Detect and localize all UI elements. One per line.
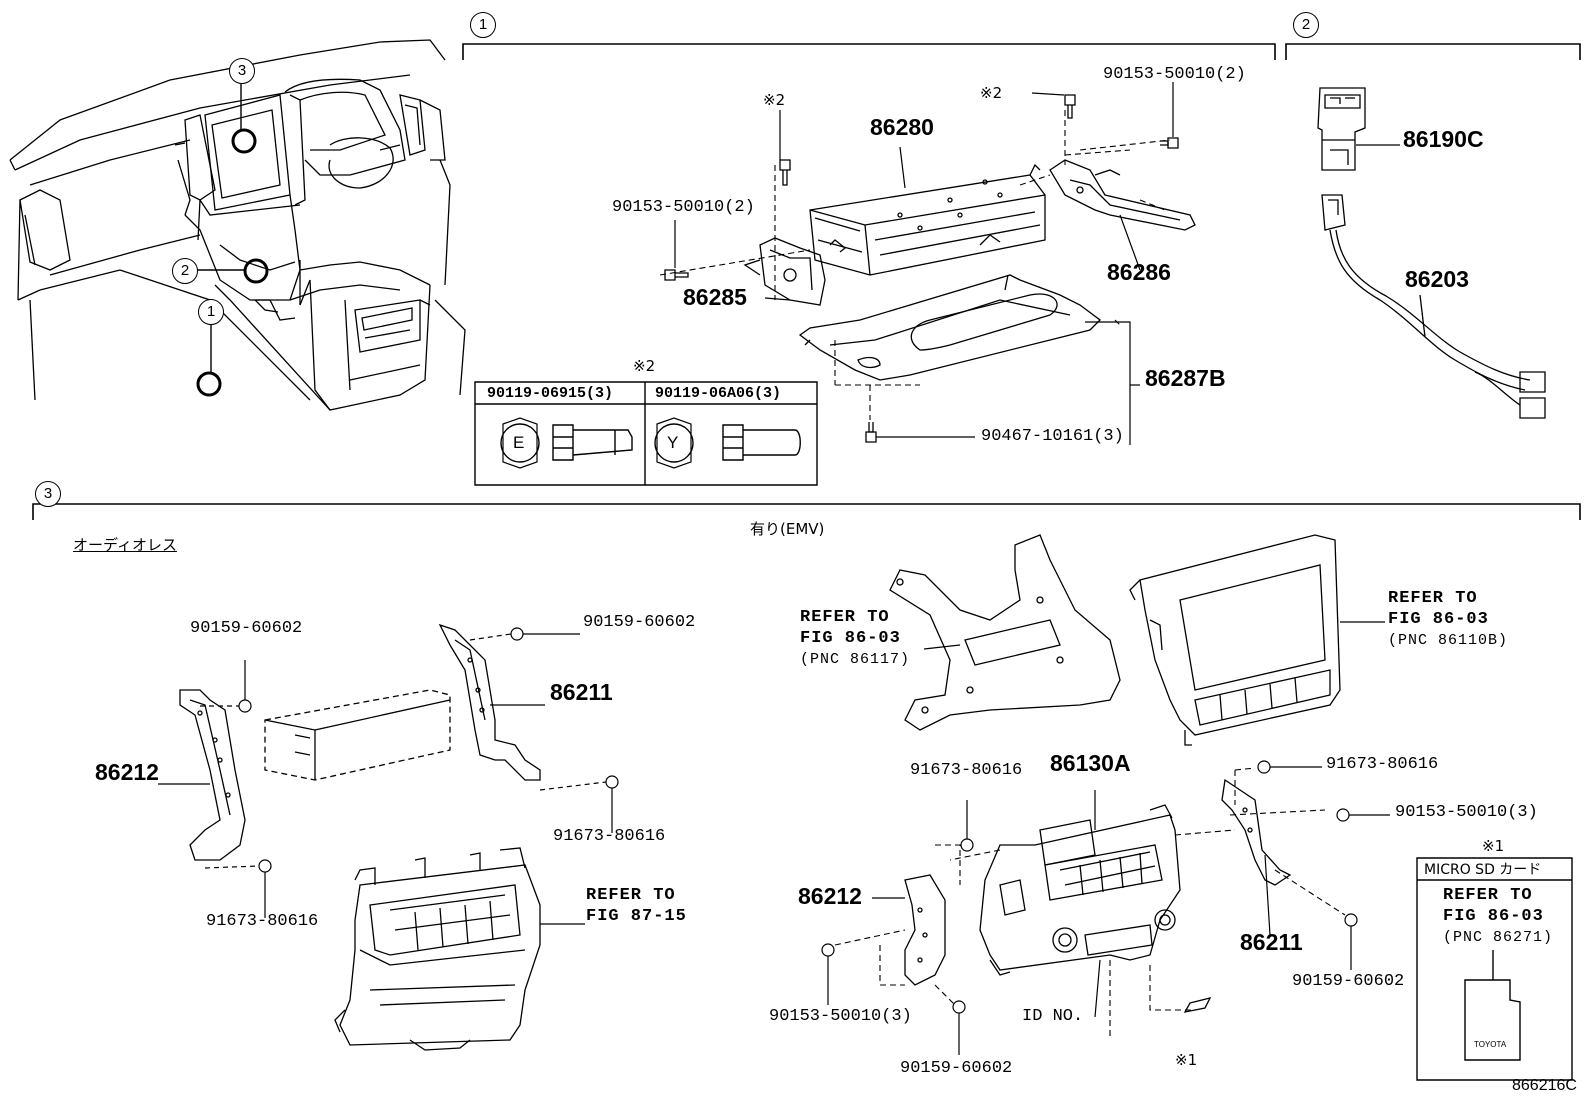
section3-left-drawing (180, 625, 540, 1050)
refer-to-text: REFER TO (1388, 589, 1478, 608)
part-86280-label: 86280 (870, 114, 934, 140)
fig-86-03-text: FIG 86-03 (1388, 610, 1489, 629)
overview-callout-leaders (197, 84, 245, 372)
fastener-90159-60602-label: 90159-60602 (190, 619, 303, 638)
section3-right-drawing (890, 535, 1340, 1012)
micro-sd-note-mark: ※1 (1482, 837, 1505, 855)
part-86211-label: 86211 (1240, 929, 1303, 955)
bracket-86286-drawing (1050, 160, 1195, 230)
note-star2-label: ※2 (980, 84, 1003, 102)
section1-leaders (675, 82, 1173, 445)
pnc-86271-text: (PNC 86271) (1443, 929, 1554, 946)
refer-to-text: REFER TO (800, 608, 890, 627)
part-86190C-label: 86190C (1403, 126, 1484, 152)
bracket-86285-drawing (745, 238, 825, 305)
fig-86-03-text: FIG 86-03 (1443, 907, 1544, 926)
plate-86287B-drawing (800, 275, 1100, 380)
part-86130A-label: 86130A (1050, 750, 1131, 776)
note-star2-label: ※2 (763, 91, 786, 109)
part-86203-label: 86203 (1405, 266, 1469, 292)
overview-callout-3: 3 (229, 58, 255, 84)
fig-86-03-text: FIG 86-03 (800, 629, 901, 648)
fastener-90159-60602-label: 90159-60602 (1292, 972, 1405, 991)
sd-card-logo: TOYOTA (1474, 1040, 1507, 1049)
nut-table-col2-header: 90119-06A06(3) (655, 385, 782, 402)
nut-mark-e: E (513, 433, 525, 452)
diagram-id: 866216C (1512, 1077, 1577, 1094)
micro-sd-title: MICRO SD カード (1424, 862, 1542, 878)
fastener-91673-80616-label: 91673-80616 (206, 912, 319, 931)
part-86211-label: 86211 (550, 679, 613, 705)
id-number-label: ID NO. (1022, 1007, 1084, 1026)
section-1-marker: 1 (470, 12, 496, 38)
fastener-90159-60602-label: 90159-60602 (583, 613, 696, 632)
overview-location-circles (198, 130, 267, 395)
section3-right-bolts-leaders (822, 622, 1390, 1055)
section1-bolts (665, 95, 1178, 442)
refer-to-fig-86-03-pnc-86271: REFER TO FIG 86-03 (PNC 86271) (1443, 885, 1553, 948)
section-2-marker: 2 (1293, 12, 1319, 38)
audioless-title: オーディオレス (73, 536, 177, 554)
refer-to-text: REFER TO (586, 886, 676, 905)
section3-right-dashed (835, 768, 1345, 1040)
fastener-90153-50010-3-label: 90153-50010(3) (769, 1007, 912, 1026)
fastener-90467-10161-3-label: 90467-10161(3) (981, 427, 1124, 446)
refer-to-fig-87-15: REFER TO FIG 87-15 (586, 885, 687, 927)
pnc-86110b-text: (PNC 86110B) (1388, 632, 1509, 649)
nut-mark-y: Y (667, 433, 679, 452)
fastener-91673-80616-label: 91673-80616 (1326, 755, 1439, 774)
part-86212-label: 86212 (798, 883, 862, 909)
fig-87-15-text: FIG 87-15 (586, 907, 687, 926)
note-star1-label: ※1 (1175, 1051, 1198, 1069)
section-brackets (33, 44, 1580, 520)
micro-sd-box (1417, 858, 1572, 1080)
emv-title: 有り(EMV) (750, 520, 825, 538)
nut-table (475, 382, 817, 485)
switch-86190C-drawing (1318, 88, 1400, 170)
receiver-86280-drawing (810, 165, 1045, 275)
part-86285-label: 86285 (683, 284, 747, 310)
refer-to-text: REFER TO (1443, 886, 1533, 905)
overview-callout-1: 1 (198, 299, 224, 325)
dashboard-overview-drawing (10, 40, 465, 410)
refer-to-fig-86-03-pnc-86117: REFER TO FIG 86-03 (PNC 86117) (800, 607, 910, 670)
fastener-90153-50010-3-label: 90153-50010(3) (1395, 803, 1538, 822)
part-86286-label: 86286 (1107, 259, 1171, 285)
nut-table-col1-header: 90119-06915(3) (487, 385, 614, 402)
fastener-90159-60602-label: 90159-60602 (900, 1059, 1013, 1078)
fastener-90153-50010-2-label: 90153-50010(2) (612, 198, 755, 217)
cable-86203-drawing (1322, 195, 1545, 418)
pnc-86117-text: (PNC 86117) (800, 651, 911, 668)
fastener-91673-80616-label: 91673-80616 (553, 827, 666, 846)
part-86287B-label: 86287B (1145, 365, 1226, 391)
fastener-90153-50010-2-label: 90153-50010(2) (1103, 65, 1246, 84)
refer-to-fig-86-03-pnc-86110b: REFER TO FIG 86-03 (PNC 86110B) (1388, 588, 1508, 651)
nut-table-note-label: ※2 (633, 357, 656, 375)
fastener-91673-80616-label: 91673-80616 (910, 761, 1023, 780)
section-3-marker: 3 (35, 481, 61, 507)
part-86212-label: 86212 (95, 759, 159, 785)
overview-callout-2: 2 (172, 258, 198, 284)
section3-left-bolts-leaders (158, 628, 618, 924)
